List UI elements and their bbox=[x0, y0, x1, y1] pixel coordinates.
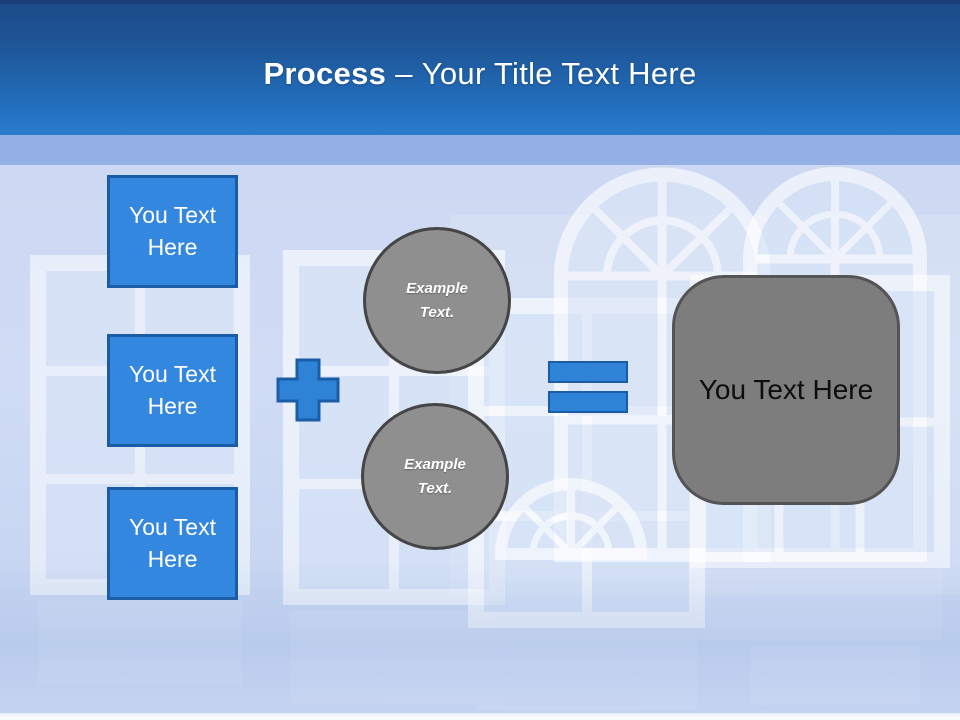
slide-title-separator: – bbox=[395, 55, 413, 91]
example-circle-1[interactable]: Example Text. bbox=[363, 227, 511, 374]
equals-icon bbox=[548, 361, 628, 413]
title-bar: Process–Your Title Text Here bbox=[0, 0, 960, 135]
example-circle-1-label: Example Text. bbox=[406, 279, 468, 321]
example-circle-2-label: Example Text. bbox=[404, 455, 466, 497]
slide-title: Process–Your Title Text Here bbox=[263, 48, 696, 92]
slide-title-keyword: Process bbox=[263, 55, 387, 91]
input-box-1-label: You Text Here bbox=[129, 201, 216, 260]
input-box-2-label: You Text Here bbox=[129, 360, 216, 419]
result-box[interactable]: You Text Here bbox=[672, 275, 900, 505]
input-box-1[interactable]: You Text Here bbox=[107, 175, 238, 288]
bottom-strip bbox=[0, 713, 960, 720]
input-box-2[interactable]: You Text Here bbox=[107, 334, 238, 447]
header-divider-band bbox=[0, 135, 960, 165]
equals-bar-top bbox=[548, 361, 628, 383]
input-box-3-label: You Text Here bbox=[129, 513, 216, 572]
plus-icon bbox=[276, 358, 340, 422]
input-box-3[interactable]: You Text Here bbox=[107, 487, 238, 600]
result-box-label: You Text Here bbox=[698, 374, 874, 405]
slide-title-subtitle: Your Title Text Here bbox=[421, 55, 697, 91]
example-circle-2[interactable]: Example Text. bbox=[361, 403, 509, 550]
equals-bar-bottom bbox=[548, 391, 628, 413]
